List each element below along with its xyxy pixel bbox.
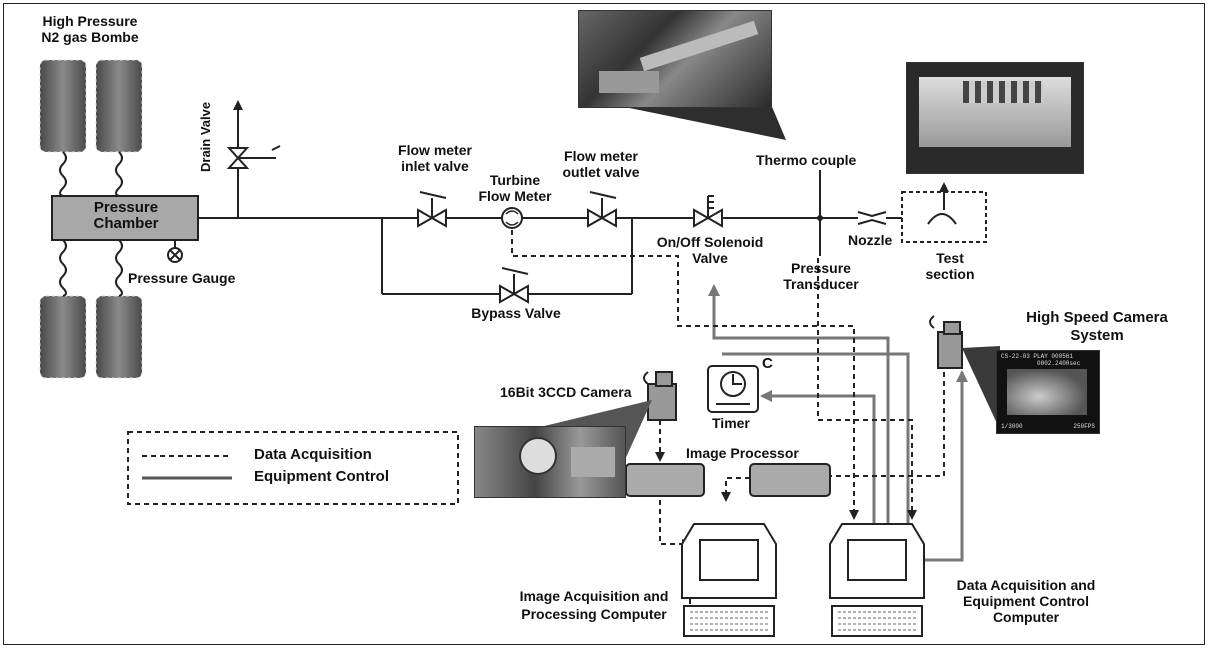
nozzle-icon (858, 212, 886, 224)
legend-equipment-control: Equipment Control (254, 469, 389, 485)
top-apparatus-photo (578, 10, 772, 108)
hs-camera-screen-photo: CS-22-03 PLAY 000561 0002.2400sec 1/3000… (996, 350, 1100, 434)
turbine-flow-meter-icon (502, 208, 522, 228)
cylinder-top-right (96, 60, 142, 152)
flow-meter-inlet-label: Flow meter inlet valve (380, 142, 490, 174)
nozzle-label: Nozzle (848, 232, 892, 248)
drain-valve-label: Drain Valve (198, 102, 214, 172)
timer-icon (708, 366, 758, 412)
data-computer-icon (830, 524, 924, 636)
cylinder-bottom-right (96, 296, 142, 378)
high-speed-camera-icon (930, 316, 962, 368)
legend-data-acquisition: Data Acquisition (254, 447, 372, 463)
flow-meter-inlet-valve-icon (418, 192, 446, 226)
ccd-camera-setup-photo (474, 426, 626, 498)
hs-screen-bottom-left-text: 1/3000 (1001, 423, 1023, 430)
bypass-valve-icon (500, 268, 528, 302)
hose-4 (116, 240, 122, 296)
timer-label: Timer (712, 415, 750, 431)
hs-camera-callout (962, 346, 1000, 430)
image-processor-right (750, 464, 830, 496)
ccd-camera-icon (644, 372, 676, 420)
hs-screen-bottom-right-text: 250FPS (1073, 423, 1095, 430)
flow-meter-outlet-label: Flow meter outlet valve (546, 148, 656, 180)
flow-meter-outlet-valve-icon (588, 192, 616, 226)
pressure-transducer-label: Pressure Transducer (766, 260, 876, 292)
solenoid-valve-icon (694, 196, 722, 226)
hose-2 (116, 152, 122, 196)
image-processor-left (626, 464, 704, 496)
hose-3 (60, 240, 66, 296)
bombe-label: High Pressure N2 gas Bombe (20, 13, 160, 45)
image-processor-label: Image Processor (686, 445, 799, 461)
test-section-label: Test section (910, 250, 990, 282)
solenoid-valve-label: On/Off Solenoid Valve (640, 234, 780, 266)
bypass-valve-label: Bypass Valve (456, 305, 576, 321)
thermo-couple-label: Thermo couple (756, 152, 856, 168)
image-computer-label: Image Acquisition and Processing Compute… (494, 587, 694, 623)
pressure-gauge-label: Pressure Gauge (128, 270, 235, 286)
timer-c-label: C (762, 356, 773, 372)
pressure-chamber-label: Pressure Chamber (56, 200, 196, 232)
data-computer-label: Data Acquisition and Equipment Control C… (926, 577, 1126, 625)
cylinder-bottom-left (40, 296, 86, 378)
hs-screen-top-text: CS-22-03 PLAY 000561 (1001, 353, 1073, 360)
cylinder-top-left (40, 60, 86, 152)
high-speed-camera-label: High Speed Camera System (1002, 309, 1192, 345)
pressure-gauge-icon (168, 248, 182, 262)
hose-1 (60, 152, 66, 196)
hs-screen-top2-text: 0002.2400sec (1037, 360, 1080, 367)
test-section-photo (906, 62, 1084, 174)
equipment-control-lines (714, 286, 962, 560)
ccd-camera-label: 16Bit 3CCD Camera (500, 384, 632, 400)
image-computer-icon (682, 524, 776, 636)
drain-valve-icon (229, 146, 280, 168)
